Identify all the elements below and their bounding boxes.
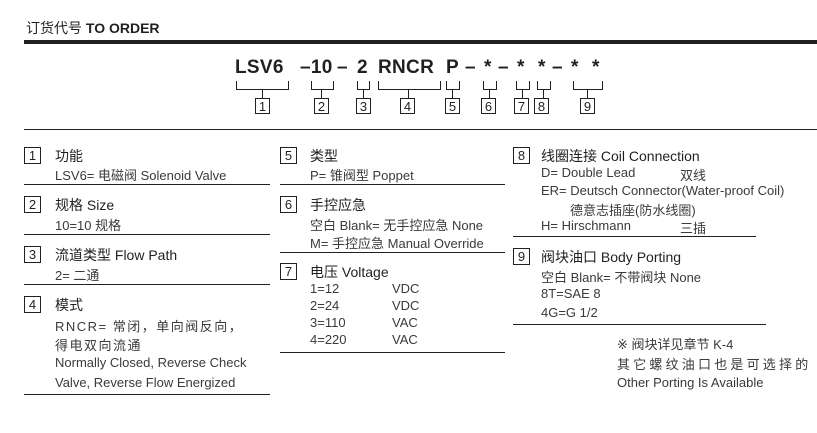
section-heading-2: 规格 Size bbox=[55, 197, 115, 213]
section-num-9: 9 bbox=[513, 248, 530, 265]
title-cn: 订货代号 bbox=[26, 20, 82, 36]
section-line: 4G=G 1/2 bbox=[541, 305, 598, 320]
section-rule bbox=[513, 324, 766, 326]
section-line: 空白 Blank= 不带阀块 None bbox=[541, 270, 702, 285]
section-line: 2= 二通 bbox=[55, 268, 100, 283]
note-reference: ※ 阀块详见章节 K-4 bbox=[617, 337, 734, 352]
code-segment: * bbox=[484, 57, 492, 78]
bracket-4 bbox=[378, 81, 441, 90]
code-segment: * bbox=[592, 57, 600, 78]
code-label-5: 5 bbox=[445, 98, 460, 114]
code-segment: LSV6 bbox=[235, 57, 284, 78]
stem-1 bbox=[262, 89, 264, 98]
voltage-code: 2=24 bbox=[310, 298, 340, 313]
section-rule bbox=[513, 236, 756, 238]
code-segment: RNCR bbox=[378, 57, 435, 78]
code-label-6: 6 bbox=[481, 98, 496, 114]
code-label-1: 1 bbox=[255, 98, 270, 114]
section-line: 8T=SAE 8 bbox=[541, 286, 601, 301]
voltage-code: 1=12 bbox=[310, 281, 340, 296]
section-line: 得电双向流通 bbox=[55, 338, 143, 353]
code-segment: * bbox=[517, 57, 525, 78]
code-label-3: 3 bbox=[356, 98, 371, 114]
section-line: 双线 bbox=[680, 168, 707, 183]
code-label-2: 2 bbox=[314, 98, 329, 114]
code-label-4: 4 bbox=[400, 98, 415, 114]
code-label-7: 7 bbox=[514, 98, 529, 114]
voltage-code: 3=110 bbox=[310, 315, 346, 330]
section-line: 10=10 规格 bbox=[55, 218, 122, 233]
section-line: 空白 Blank= 无手控应急 None bbox=[310, 218, 484, 233]
note-other-porting-en: Other Porting Is Available bbox=[617, 375, 764, 390]
stem-8 bbox=[543, 89, 545, 98]
code-label-9: 9 bbox=[580, 98, 595, 114]
voltage-type: VDC bbox=[392, 298, 420, 313]
section-line: H= Hirschmann bbox=[541, 218, 631, 233]
stem-5 bbox=[452, 89, 454, 98]
section-heading-7: 电压 Voltage bbox=[310, 264, 389, 280]
code-segment: – bbox=[465, 57, 476, 78]
section-heading-4: 模式 bbox=[55, 297, 83, 313]
code-segment: –10 bbox=[300, 57, 333, 78]
voltage-type: VAC bbox=[392, 332, 418, 347]
section-heading-5: 类型 bbox=[310, 148, 338, 164]
section-line: LSV6= 电磁阀 Solenoid Valve bbox=[55, 168, 227, 183]
voltage-type: VDC bbox=[392, 281, 420, 296]
code-segment: * bbox=[571, 57, 579, 78]
voltage-code: 4=220 bbox=[310, 332, 347, 347]
page-title: 订货代号 TO ORDER bbox=[26, 18, 160, 38]
section-heading-1: 功能 bbox=[55, 148, 83, 164]
stem-6 bbox=[489, 89, 491, 98]
bracket-2 bbox=[311, 81, 334, 90]
stem-4 bbox=[408, 89, 410, 98]
title-en: TO ORDER bbox=[85, 20, 160, 36]
note-other-porting-cn: 其它螺纹油口也是可选择的 bbox=[617, 357, 812, 372]
code-segment: – bbox=[552, 57, 563, 78]
section-num-3: 3 bbox=[24, 246, 41, 263]
section-num-2: 2 bbox=[24, 196, 41, 213]
section-rule bbox=[280, 184, 505, 186]
section-line: 德意志插座(防水线圈) bbox=[570, 203, 696, 218]
stem-3 bbox=[363, 89, 365, 98]
section-rule bbox=[280, 352, 505, 354]
section-rule bbox=[24, 284, 270, 286]
section-line: RNCR= 常闭，单向阀反向， bbox=[55, 319, 244, 334]
section-rule bbox=[24, 234, 270, 236]
section-line: 三插 bbox=[680, 221, 707, 236]
stem-9 bbox=[587, 89, 589, 98]
section-num-1: 1 bbox=[24, 147, 41, 164]
section-top-rule bbox=[24, 129, 817, 131]
section-num-5: 5 bbox=[280, 147, 297, 164]
section-heading-3: 流道类型 Flow Path bbox=[55, 247, 178, 263]
section-rule bbox=[24, 184, 270, 186]
section-line: ER= Deutsch Connector(Water-proof Coil) bbox=[541, 183, 785, 198]
section-line: M= 手控应急 Manual Override bbox=[310, 236, 484, 251]
section-heading-8: 线圈连接 Coil Connection bbox=[541, 148, 700, 164]
section-line: Valve, Reverse Flow Energized bbox=[55, 375, 236, 390]
code-segment: – bbox=[337, 57, 348, 78]
section-rule bbox=[24, 394, 270, 396]
section-num-4: 4 bbox=[24, 296, 41, 313]
code-segment: – bbox=[498, 57, 509, 78]
section-heading-9: 阀块油口 Body Porting bbox=[541, 249, 682, 265]
voltage-type: VAC bbox=[392, 315, 418, 330]
stem-2 bbox=[321, 89, 323, 98]
section-line: P= 锥阀型 Poppet bbox=[310, 168, 414, 183]
code-label-8: 8 bbox=[534, 98, 549, 114]
section-num-8: 8 bbox=[513, 147, 530, 164]
section-num-6: 6 bbox=[280, 196, 297, 213]
stem-7 bbox=[522, 89, 524, 98]
section-line: D= Double Lead bbox=[541, 165, 636, 180]
code-segment: P bbox=[446, 57, 459, 78]
model-code: LSV6 –10 – 2 RNCR P – * – * * – * * bbox=[0, 57, 817, 81]
section-rule bbox=[280, 252, 505, 254]
section-num-7: 7 bbox=[280, 263, 297, 280]
header-rule bbox=[24, 40, 817, 44]
code-segment: * bbox=[538, 57, 546, 78]
section-heading-6: 手控应急 bbox=[310, 197, 366, 213]
code-segment: 2 bbox=[357, 57, 368, 78]
section-line: Normally Closed, Reverse Check bbox=[55, 355, 247, 370]
